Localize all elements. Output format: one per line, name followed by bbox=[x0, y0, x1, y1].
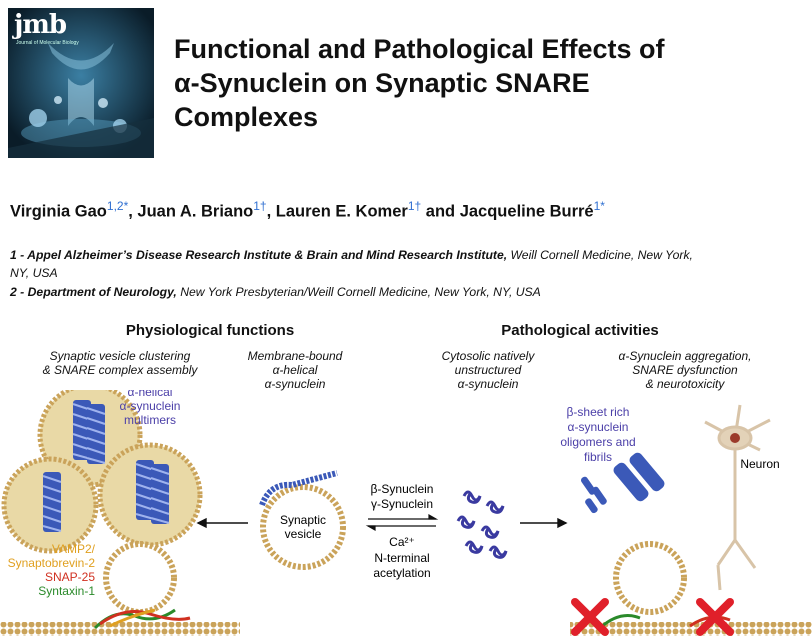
caption-line: α-helical bbox=[272, 363, 318, 377]
docked-vesicle-left bbox=[0, 541, 240, 636]
label-line: α-synuclein bbox=[568, 420, 629, 434]
snare-label: Synaptobrevin-2 bbox=[8, 556, 96, 570]
author-separator: , bbox=[266, 202, 276, 221]
modulator-label: N-terminal bbox=[374, 551, 429, 565]
multimer-bundle bbox=[150, 463, 170, 525]
snare-labels: VAMP2/ Synaptobrevin-2 SNAP-25 Syntaxin-… bbox=[8, 542, 96, 598]
affiliation-1: 1 - Appel Alzheimer’s Disease Research I… bbox=[10, 246, 800, 282]
oligomers-label: β-sheet rich α-synuclein oligomers and f… bbox=[560, 405, 635, 464]
arrow-right bbox=[520, 517, 568, 529]
caption-line: unstructured bbox=[454, 363, 522, 377]
dysfunction-cross-icon bbox=[571, 598, 609, 636]
label-line: multimers bbox=[124, 413, 176, 427]
affiliation-location-cont: NY, USA bbox=[10, 266, 58, 280]
caption-line: α-synuclein bbox=[264, 377, 326, 391]
label-line: α-helical bbox=[128, 390, 173, 399]
neuron-icon bbox=[704, 404, 771, 591]
author-list: Virginia Gao1,2*, Juan A. Briano1†, Laur… bbox=[10, 199, 800, 222]
author-name: Juan A. Briano bbox=[137, 202, 254, 221]
modulator-label: γ-Synuclein bbox=[371, 497, 433, 511]
author-affiliation-marker[interactable]: 1† bbox=[407, 199, 422, 213]
arrow-left bbox=[196, 517, 248, 529]
graphical-abstract-diagram: α-helical α-synuclein multimers Synaptic… bbox=[0, 390, 812, 636]
caption-line: α-Synuclein aggregation, bbox=[618, 349, 752, 363]
author-affiliation-marker[interactable]: 1* bbox=[593, 199, 605, 213]
caption-line: SNARE dysfunction bbox=[632, 363, 738, 377]
caption-line: Membrane-bound bbox=[247, 349, 343, 363]
journal-cover-image: jmb Journal of Molecular Biology bbox=[8, 8, 154, 158]
caption-line: α-synuclein bbox=[457, 377, 519, 391]
title-line-3: Complexes bbox=[174, 102, 319, 132]
author-affiliation-marker[interactable]: 1† bbox=[253, 199, 267, 213]
caption-line: & neurotoxicity bbox=[645, 377, 725, 391]
author-name: Lauren E. Komer bbox=[275, 202, 408, 221]
caption-cytosolic: Cytosolic natively unstructured α-synucl… bbox=[418, 349, 558, 391]
snare-label: Syntaxin-1 bbox=[38, 584, 95, 598]
snare-label: SNAP-25 bbox=[45, 570, 95, 584]
label-line: α-synuclein bbox=[120, 399, 181, 413]
caption-line: Cytosolic natively bbox=[441, 349, 535, 363]
snare-label: VAMP2/ bbox=[52, 542, 96, 556]
multimer-bundle bbox=[42, 471, 62, 533]
modulator-label: acetylation bbox=[373, 566, 430, 580]
neuron-label: Neuron bbox=[740, 457, 779, 471]
cover-art bbox=[8, 8, 154, 158]
dysfunction-cross-icon bbox=[696, 598, 734, 636]
author-affiliation-marker[interactable]: 1,2* bbox=[106, 199, 129, 213]
cytosolic-monomers bbox=[456, 490, 508, 559]
title-line-1: Functional and Pathological Effects of bbox=[174, 34, 665, 64]
affiliation-number: 2 - bbox=[10, 285, 28, 299]
label-line: oligomers and bbox=[560, 435, 635, 449]
vesicle-label: Synaptic bbox=[280, 513, 326, 527]
vesicle-cluster bbox=[1, 390, 203, 554]
affiliation-number: 1 - bbox=[10, 248, 28, 262]
caption-clustering: Synaptic vesicle clustering & SNARE comp… bbox=[20, 349, 220, 377]
caption-aggregation: α-Synuclein aggregation, SNARE dysfuncti… bbox=[585, 349, 785, 391]
docked-vesicle-right bbox=[570, 541, 812, 636]
affiliation-institute: Department of Neurology, bbox=[27, 285, 177, 299]
multimer-bundle bbox=[86, 403, 106, 465]
caption-line: & SNARE complex assembly bbox=[42, 363, 198, 377]
synaptic-vesicle: Synaptic vesicle bbox=[259, 470, 346, 570]
title-line-2: α-Synuclein on Synaptic SNARE bbox=[174, 68, 590, 98]
fibrils bbox=[580, 452, 665, 514]
label-line: β-sheet rich bbox=[567, 405, 630, 419]
equilibrium-labels: β-Synuclein γ-Synuclein Ca²⁺ N-terminal … bbox=[371, 482, 434, 580]
heading-pathological: Pathological activities bbox=[501, 322, 659, 339]
caption-membrane-bound: Membrane-bound α-helical α-synuclein bbox=[230, 349, 360, 391]
vesicle-label: vesicle bbox=[285, 527, 322, 541]
author-name: Virginia Gao bbox=[10, 202, 107, 221]
affiliation-2: 2 - Department of Neurology, New York Pr… bbox=[10, 283, 800, 301]
caption-line: Synaptic vesicle clustering bbox=[49, 349, 191, 363]
equilibrium-arrows bbox=[365, 513, 439, 532]
paper-title: Functional and Pathological Effects of α… bbox=[174, 32, 774, 134]
author-separator: and bbox=[421, 202, 460, 221]
author-name: Jacqueline Burré bbox=[459, 202, 594, 221]
journal-logo: jmb bbox=[14, 10, 67, 40]
affiliation-location: Weill Cornell Medicine, New York, bbox=[507, 248, 693, 262]
modulator-label: Ca²⁺ bbox=[389, 535, 415, 549]
heading-physiological: Physiological functions bbox=[125, 322, 295, 339]
author-separator: , bbox=[128, 202, 138, 221]
affiliation-location: New York Presbyterian/Weill Cornell Medi… bbox=[176, 285, 541, 299]
modulator-label: β-Synuclein bbox=[371, 482, 434, 496]
affiliation-institute: Appel Alzheimer’s Disease Research Insti… bbox=[27, 248, 508, 262]
multimers-label: α-helical α-synuclein multimers bbox=[120, 390, 181, 427]
label-line: fibrils bbox=[584, 450, 612, 464]
journal-subtitle: Journal of Molecular Biology bbox=[16, 40, 79, 46]
